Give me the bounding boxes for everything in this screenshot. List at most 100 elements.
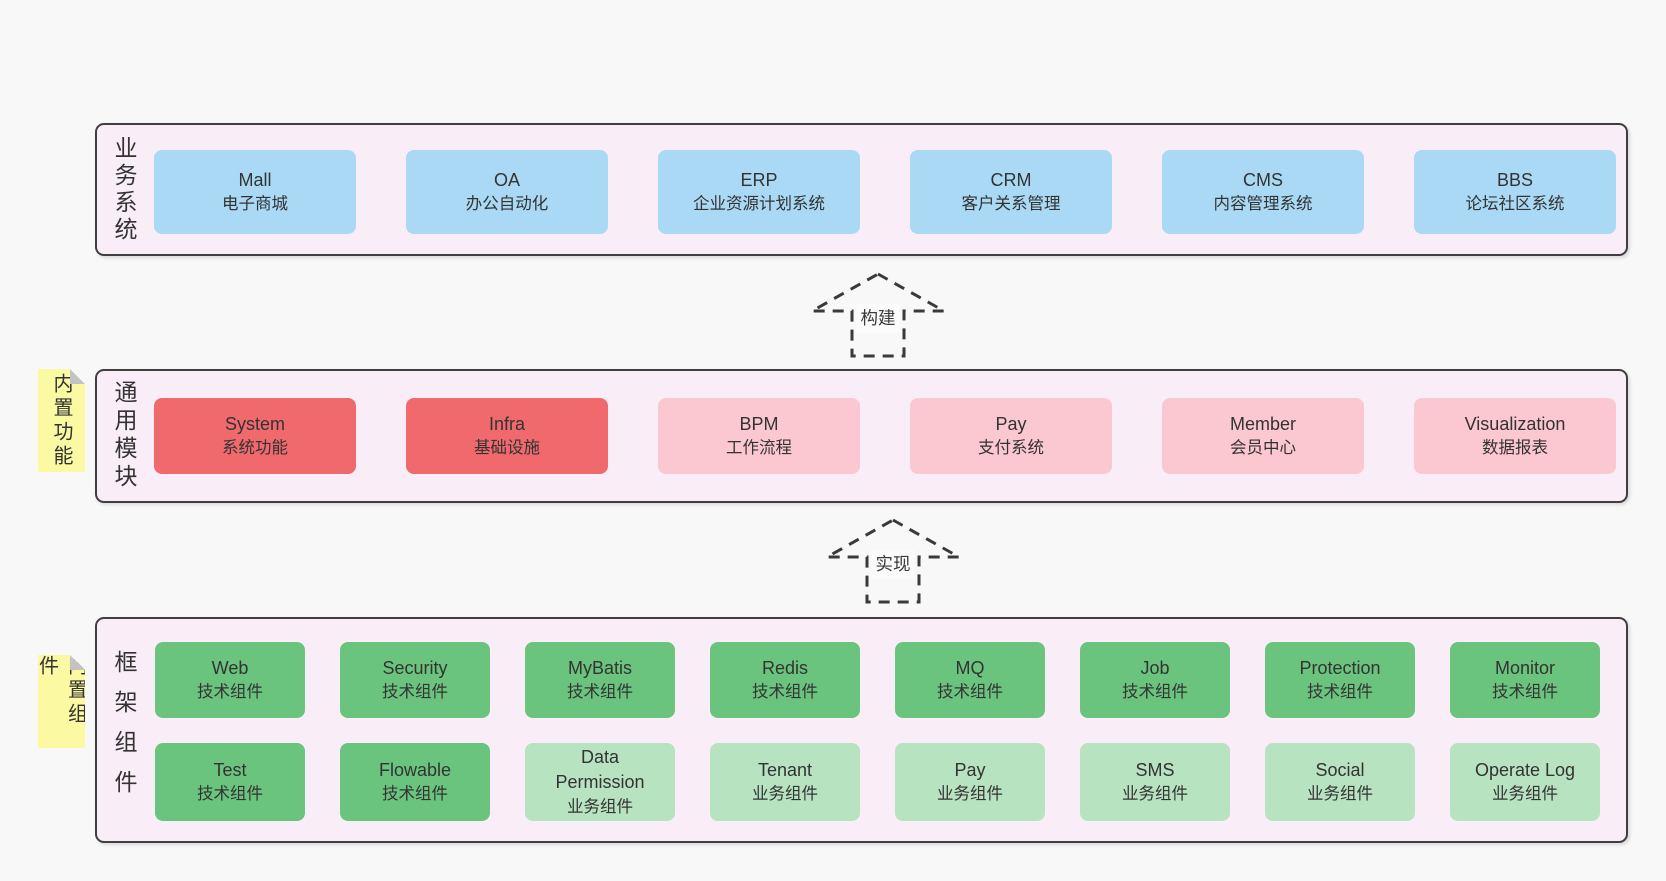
box-subtitle: 业务组件 <box>567 797 633 816</box>
box-title: SMS <box>1135 759 1175 780</box>
box-title: Member <box>1229 413 1296 434</box>
business-box-row: Mall 电子商城 OA 办公自动化 ERP 企业资源计划系统 CRM 客户关系… <box>154 150 1616 234</box>
box-subtitle: 技术组件 <box>1307 683 1373 702</box>
box-sms: SMS 业务组件 <box>1080 743 1230 821</box>
box-subtitle: 业务组件 <box>1122 785 1188 804</box>
box-subtitle: 技术组件 <box>1492 683 1558 702</box>
box-subtitle: 技术组件 <box>197 785 263 804</box>
box-title: MQ <box>955 657 985 678</box>
box-subtitle: 技术组件 <box>382 785 448 804</box>
box-redis: Redis 技术组件 <box>710 642 860 718</box>
box-subtitle: 业务组件 <box>1492 785 1558 804</box>
box-title: CRM <box>990 169 1032 190</box>
panel-framework-components: 框架组件 Web 技术组件 Security 技术组件 MyBatis 技术组件… <box>95 617 1628 843</box>
box-subtitle: 业务组件 <box>937 785 1003 804</box>
box-title: Test <box>213 759 247 780</box>
box-title: Tenant <box>757 759 813 780</box>
box-title: Job <box>1140 657 1170 678</box>
box-job: Job 技术组件 <box>1080 642 1230 718</box>
box-visualization: Visualization 数据报表 <box>1414 398 1616 474</box>
box-title: CMS <box>1243 169 1283 190</box>
box-title: Pay <box>995 413 1027 434</box>
dashed-up-arrow-icon <box>808 272 948 358</box>
box-tenant: Tenant 业务组件 <box>710 743 860 821</box>
box-subtitle: 客户关系管理 <box>961 195 1061 214</box>
box-subtitle: 数据报表 <box>1482 439 1548 458</box>
box-operate-log: Operate Log 业务组件 <box>1450 743 1600 821</box>
box-title: Security <box>382 657 448 678</box>
box-subtitle: 系统功能 <box>222 439 288 458</box>
box-title: ERP <box>740 169 778 190</box>
box-subtitle: 工作流程 <box>726 439 792 458</box>
panel-framework-label: 框架组件 <box>111 650 137 810</box>
box-test: Test 技术组件 <box>155 743 305 821</box>
box-subtitle: 技术组件 <box>197 683 263 702</box>
box-erp: ERP 企业资源计划系统 <box>658 150 860 234</box>
box-title: Pay <box>954 759 986 780</box>
framework-box-row-2: Test 技术组件 Flowable 技术组件 Data Permission … <box>155 743 1600 821</box>
panel-common-modules: 通用模块 System 系统功能 Infra 基础设施 BPM 工作流程 Pay… <box>95 369 1628 503</box>
box-subtitle: 技术组件 <box>567 683 633 702</box>
arrow-build-label: 构建 <box>856 304 900 333</box>
box-mq: MQ 技术组件 <box>895 642 1045 718</box>
box-title: Data Permission <box>555 746 645 793</box>
box-title: BBS <box>1496 169 1534 190</box>
box-monitor: Monitor 技术组件 <box>1450 642 1600 718</box>
box-subtitle: 支付系统 <box>978 439 1044 458</box>
box-data-permission: Data Permission 业务组件 <box>525 743 675 821</box>
arrow-build: 构建 <box>808 270 948 360</box>
arrow-implement: 实现 <box>823 516 963 606</box>
box-pay-component: Pay 业务组件 <box>895 743 1045 821</box>
arrow-implement-label: 实现 <box>871 550 915 579</box>
box-oa: OA 办公自动化 <box>406 150 608 234</box>
box-protection: Protection 技术组件 <box>1265 642 1415 718</box>
box-security: Security 技术组件 <box>340 642 490 718</box>
box-subtitle: 技术组件 <box>937 683 1003 702</box>
folded-corner-icon <box>70 369 85 384</box>
dashed-up-arrow-icon <box>823 518 963 604</box>
box-subtitle: 业务组件 <box>752 785 818 804</box>
box-subtitle: 业务组件 <box>1307 785 1373 804</box>
box-member: Member 会员中心 <box>1162 398 1364 474</box>
box-title: Monitor <box>1494 657 1556 678</box>
panel-business-systems: 业务系统 Mall 电子商城 OA 办公自动化 ERP 企业资源计划系统 CRM… <box>95 123 1628 256</box>
box-title: Social <box>1315 759 1365 780</box>
box-subtitle: 会员中心 <box>1230 439 1296 458</box>
box-subtitle: 基础设施 <box>474 439 540 458</box>
box-title: Redis <box>761 657 809 678</box>
box-subtitle: 办公自动化 <box>465 195 549 214</box>
box-subtitle: 论坛社区系统 <box>1465 195 1565 214</box>
framework-box-row-1: Web 技术组件 Security 技术组件 MyBatis 技术组件 Redi… <box>155 642 1600 718</box>
box-subtitle: 技术组件 <box>382 683 448 702</box>
box-mall: Mall 电子商城 <box>154 150 356 234</box>
box-system: System 系统功能 <box>154 398 356 474</box>
box-title: Protection <box>1299 657 1381 678</box>
box-web: Web 技术组件 <box>155 642 305 718</box>
box-mybatis: MyBatis 技术组件 <box>525 642 675 718</box>
box-bpm: BPM 工作流程 <box>658 398 860 474</box>
note-text: 内置组件 <box>35 655 87 727</box>
box-subtitle: 技术组件 <box>752 683 818 702</box>
box-title: Infra <box>488 413 526 434</box>
panel-modules-label: 通用模块 <box>111 380 137 492</box>
box-subtitle: 技术组件 <box>1122 683 1188 702</box>
box-title: MyBatis <box>567 657 632 678</box>
box-bbs: BBS 论坛社区系统 <box>1414 150 1616 234</box>
box-subtitle: 内容管理系统 <box>1213 195 1313 214</box>
note-text: 内置功能 <box>50 372 72 469</box>
box-infra: Infra 基础设施 <box>406 398 608 474</box>
box-subtitle: 企业资源计划系统 <box>693 195 825 214</box>
note-built-in-features: 内置功能 <box>38 369 85 472</box>
box-title: Web <box>211 657 249 678</box>
box-title: Operate Log <box>1474 759 1576 780</box>
box-title: Flowable <box>378 759 452 780</box>
box-social: Social 业务组件 <box>1265 743 1415 821</box>
box-pay-module: Pay 支付系统 <box>910 398 1112 474</box>
box-title: Mall <box>238 169 272 190</box>
box-title: System <box>224 413 285 434</box>
panel-business-label: 业务系统 <box>111 135 137 244</box>
box-cms: CMS 内容管理系统 <box>1162 150 1364 234</box>
box-title: BPM <box>739 413 779 434</box>
box-crm: CRM 客户关系管理 <box>910 150 1112 234</box>
